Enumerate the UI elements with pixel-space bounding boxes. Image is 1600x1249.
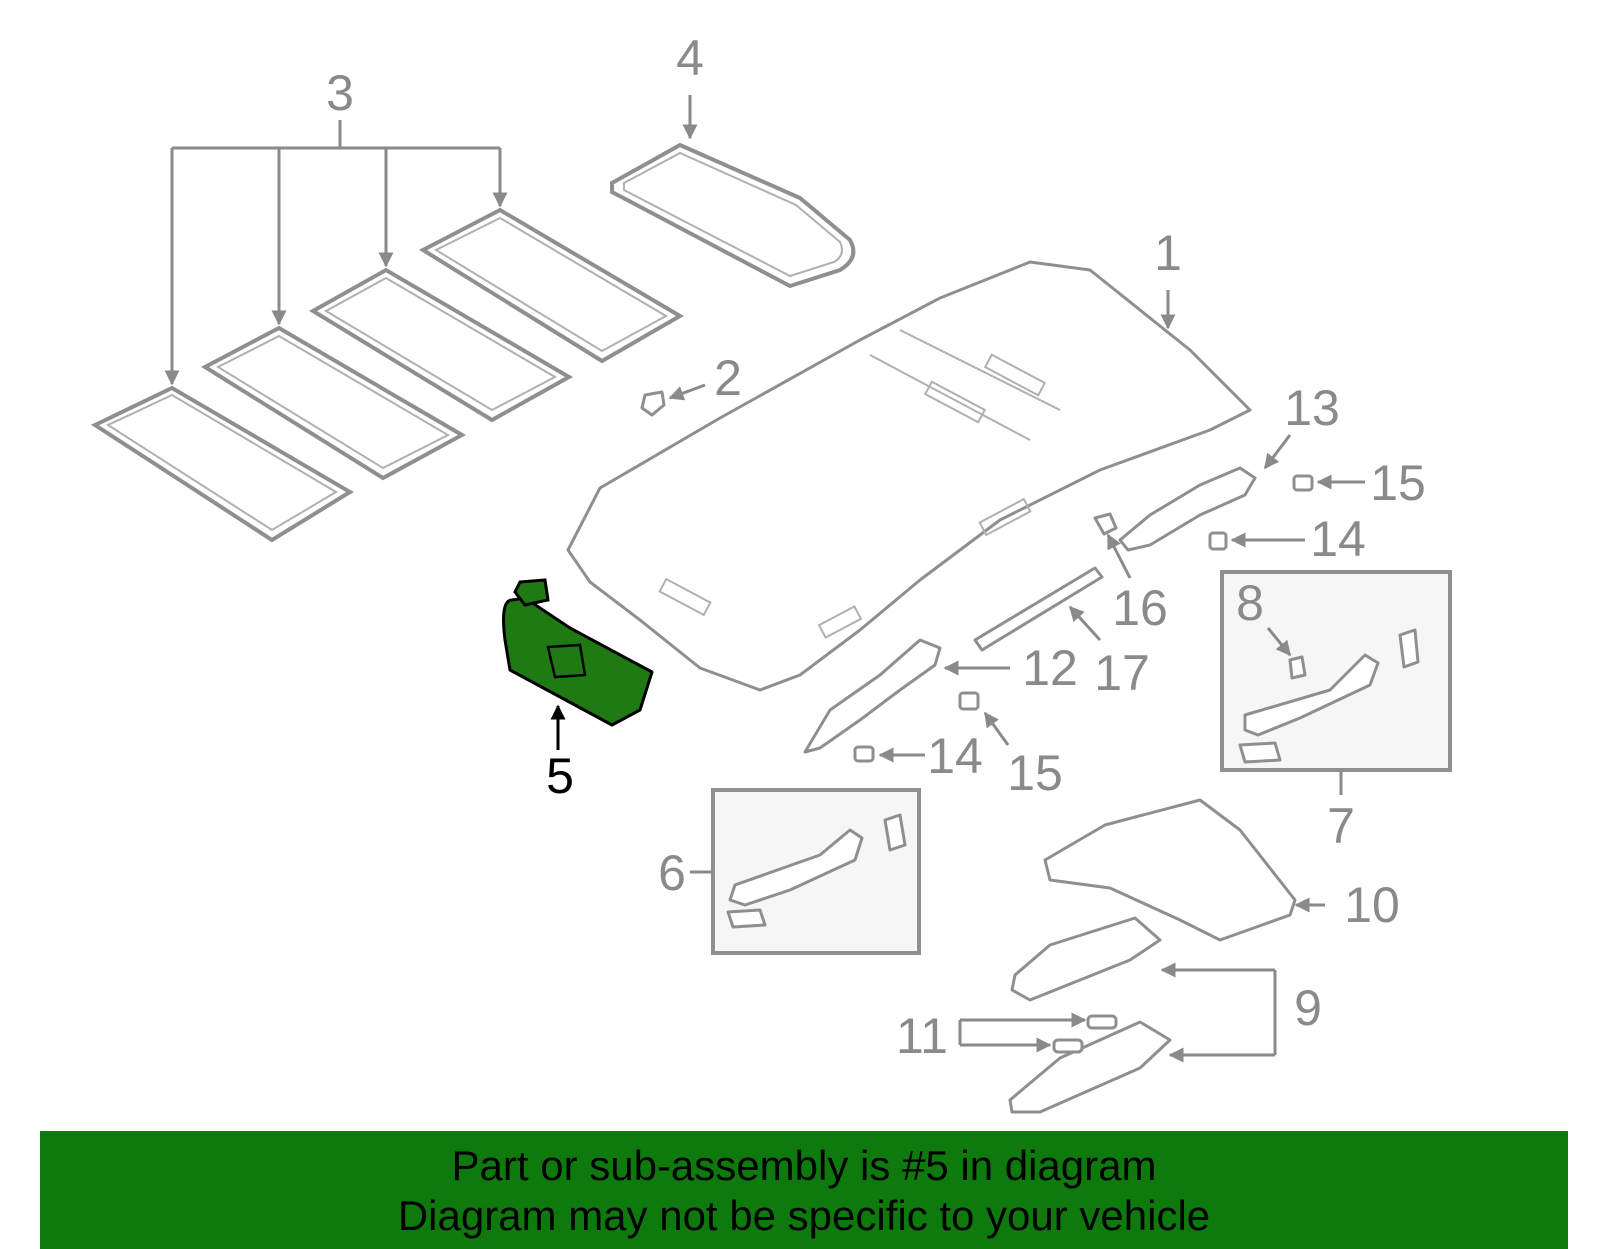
- callout-8: 8: [1236, 575, 1264, 631]
- banner-line-part: Part or sub-assembly is #5 in diagram: [451, 1142, 1157, 1189]
- callout-10: 10: [1344, 877, 1400, 933]
- callout-14-bottom: 14: [927, 728, 983, 784]
- callout-7: 7: [1327, 798, 1355, 854]
- info-banner: Part or sub-assembly is #5 in diagram Di…: [40, 1131, 1568, 1249]
- callout-4: 4: [676, 30, 704, 86]
- part-14-clip-b: [853, 745, 875, 763]
- panel-3c: [309, 267, 574, 423]
- part-2-clip: [640, 390, 666, 417]
- callout-11: 11: [896, 1008, 948, 1064]
- part-12-rail: [803, 638, 942, 754]
- leader-lines: [164, 95, 1365, 1063]
- callout-1: 1: [1154, 225, 1182, 281]
- callout-15-top: 15: [1370, 455, 1426, 511]
- part-15-clip-b: [958, 691, 980, 711]
- box-7-grab-handle: [1220, 570, 1452, 772]
- panel-3a: [90, 385, 354, 543]
- part-17-strip: [973, 566, 1104, 652]
- callout-3: 3: [326, 65, 354, 121]
- box-6-grab-handle: [711, 788, 921, 955]
- callout-17: 17: [1094, 645, 1150, 701]
- part-3-panels: [90, 207, 684, 543]
- part-5-sun-visor: [502, 578, 654, 727]
- parts-diagram: 1 2 3 4 5 6 7 8 9 10 11 12 13 14 14 15 1…: [90, 30, 1452, 1114]
- callout-12: 12: [1022, 640, 1078, 696]
- part-15-clip-a: [1292, 474, 1314, 492]
- callout-2: 2: [714, 350, 742, 406]
- panel-3b: [200, 325, 467, 481]
- callout-14-top: 14: [1310, 511, 1366, 567]
- part-14-clip-a: [1208, 531, 1228, 551]
- callout-13: 13: [1284, 380, 1340, 436]
- panel-3d: [418, 207, 684, 364]
- part-13-rail: [1118, 466, 1257, 552]
- part-10-bracket: [1043, 798, 1297, 942]
- callouts: 1 2 3 4 5 6 7 8 9 10 11 12 13 14 14 15 1…: [326, 30, 1426, 1064]
- callout-6: 6: [658, 845, 686, 901]
- callout-16: 16: [1112, 580, 1168, 636]
- callout-9: 9: [1294, 980, 1322, 1036]
- callout-15-bottom: 15: [1007, 745, 1063, 801]
- part-16-clip: [1093, 512, 1118, 536]
- part-9-lamp: [1008, 916, 1172, 1114]
- part-1-headliner: [566, 260, 1252, 692]
- part-4-roof-panel: [610, 142, 856, 289]
- callout-5: 5: [546, 748, 574, 804]
- banner-line-disclaimer: Diagram may not be specific to your vehi…: [397, 1192, 1211, 1239]
- part-11-bulbs: [1052, 1014, 1118, 1054]
